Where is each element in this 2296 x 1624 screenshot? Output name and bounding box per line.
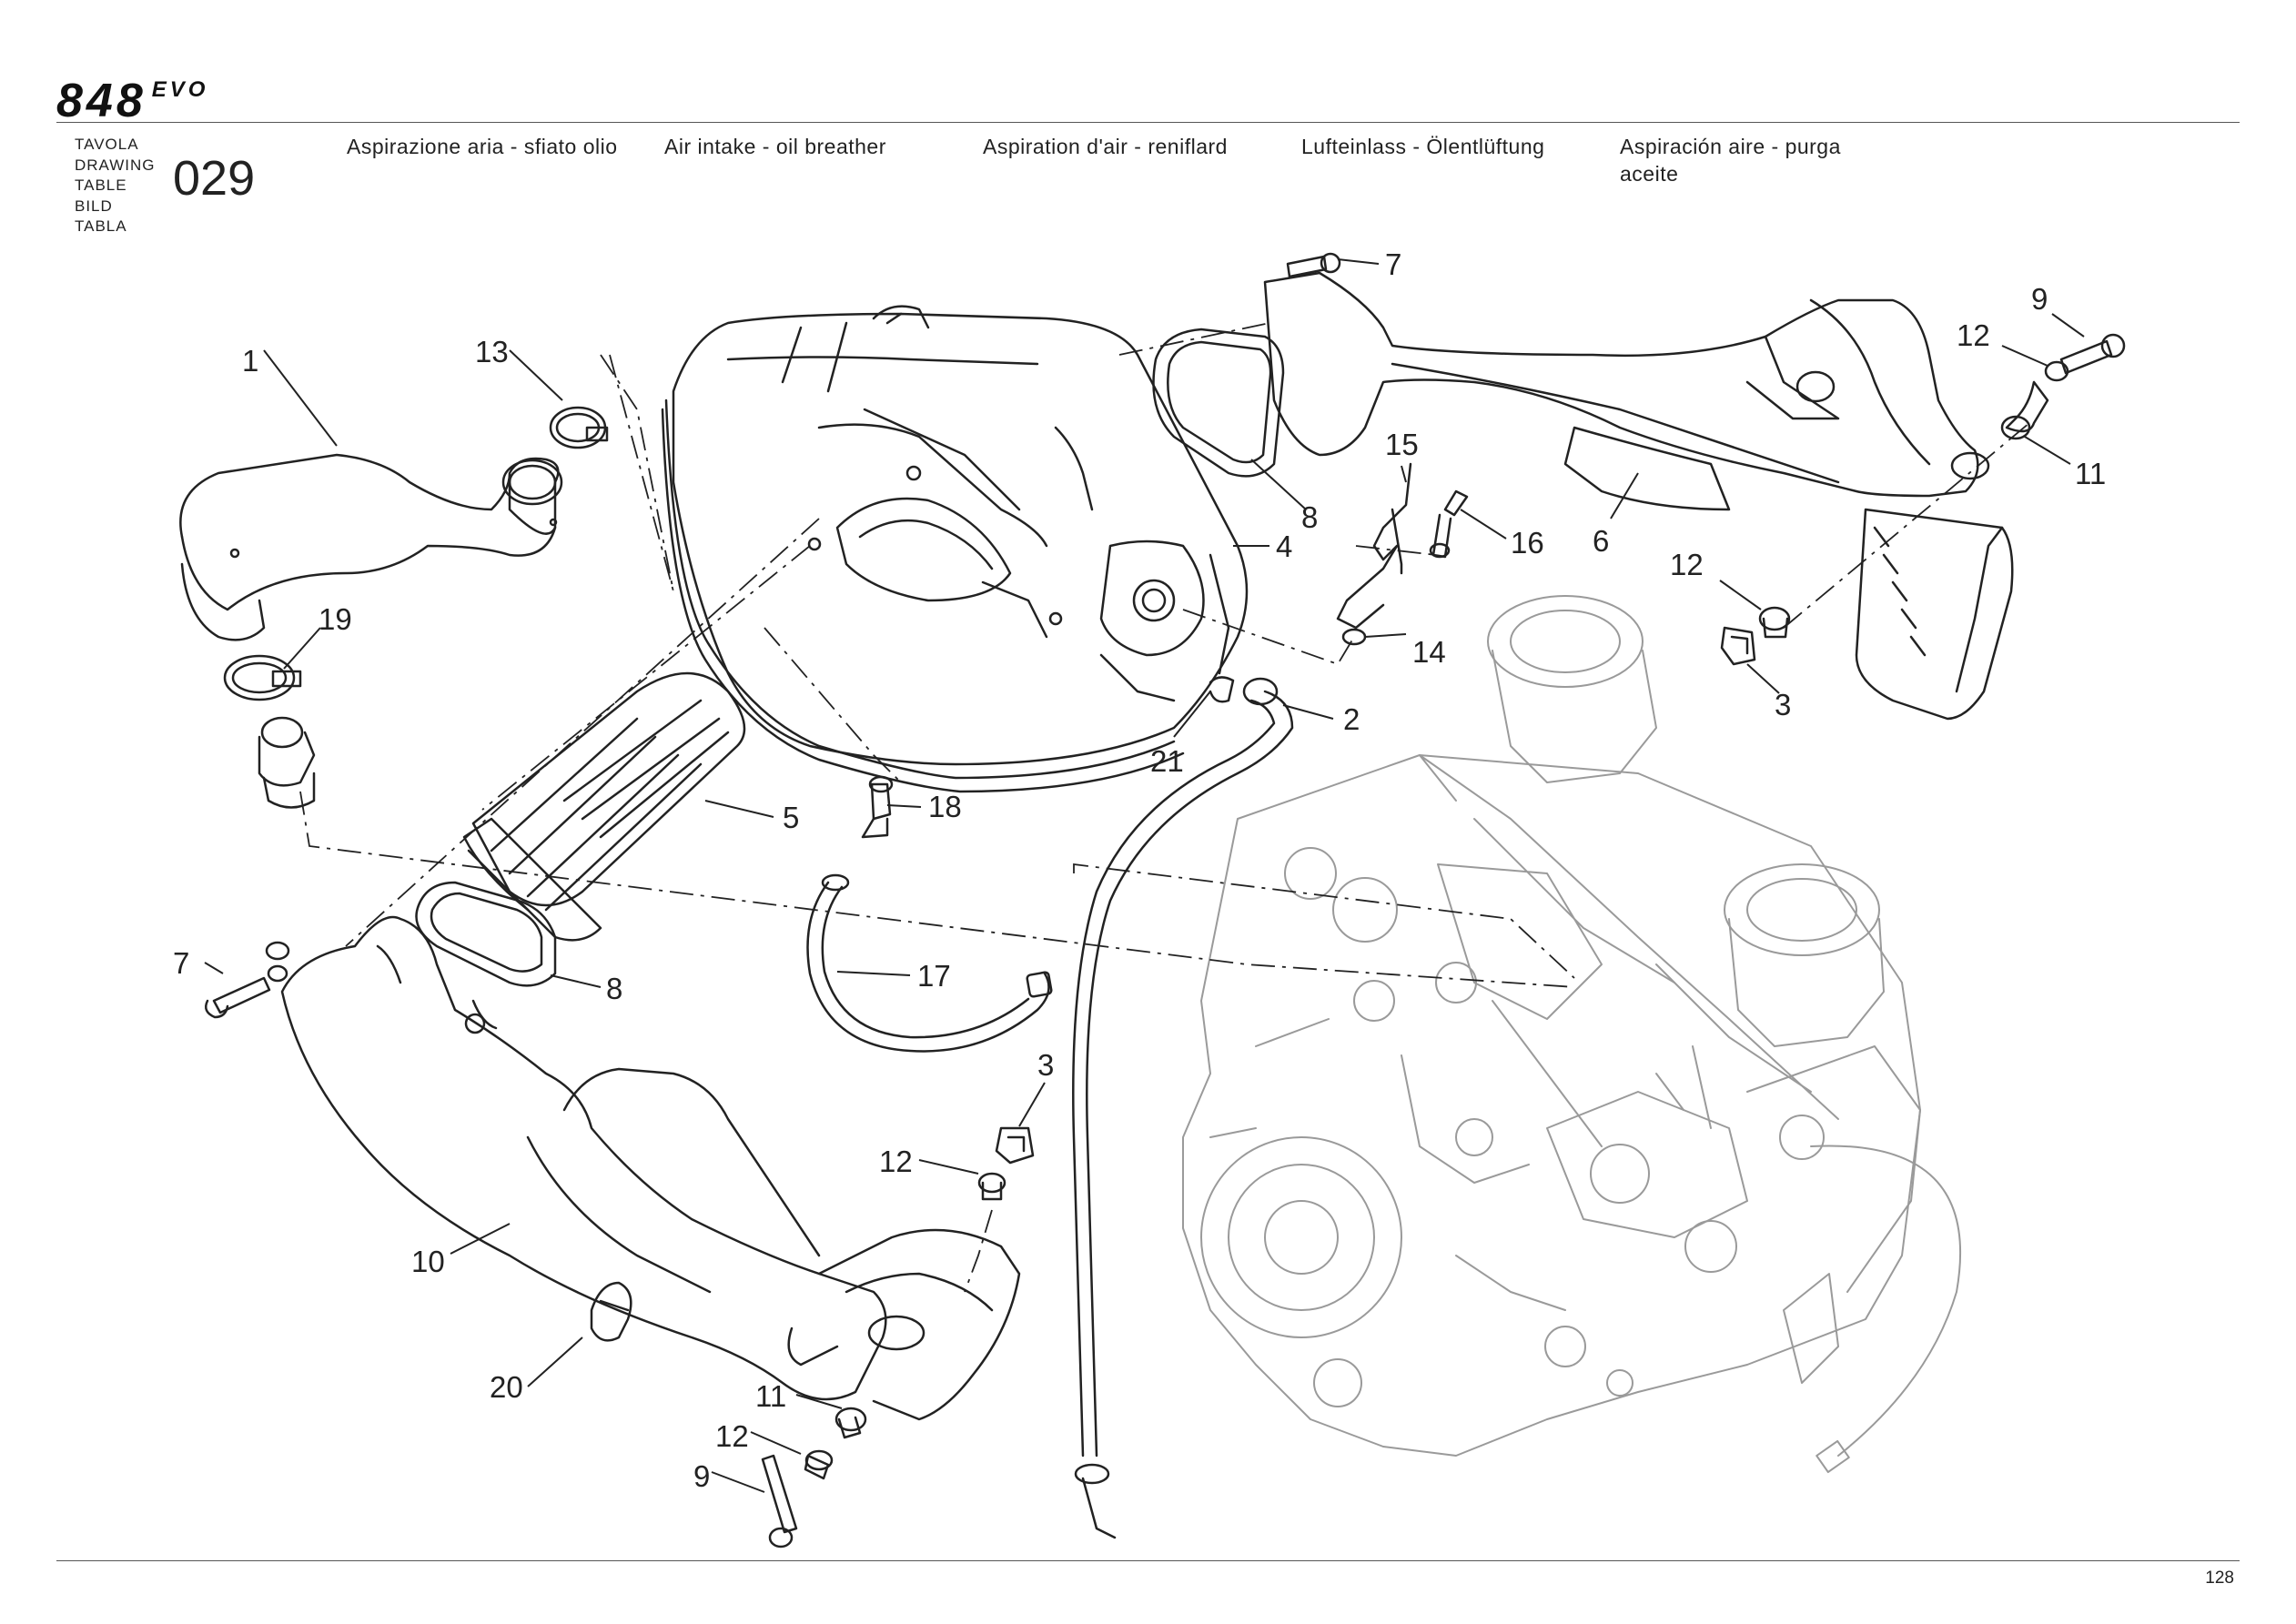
callout-4: 4 (1276, 530, 1292, 563)
part-15-wire-bracket (1336, 462, 1412, 630)
callout-17: 17 (917, 959, 951, 993)
title-french: Aspiration d'air - reniflard (983, 135, 1228, 158)
part-union-fitting (258, 716, 316, 809)
header-rule (56, 122, 2240, 123)
callout-11-lower: 11 (755, 1379, 786, 1413)
callout-20: 20 (490, 1370, 523, 1404)
lower-fastener-stack (761, 1407, 867, 1548)
part-8-seal-left (415, 881, 557, 987)
callout-10: 10 (411, 1245, 445, 1278)
callout-5: 5 (783, 801, 799, 834)
table-labels: TAVOLA DRAWING TABLE BILD TABLA (75, 135, 156, 237)
title-italian: Aspirazione aria - sfiato olio (347, 135, 618, 158)
label-drawing: DRAWING (75, 156, 156, 174)
part-5-air-filter (462, 671, 746, 942)
callout-16: 16 (1511, 526, 1544, 560)
callout-2: 2 (1343, 702, 1360, 736)
callout-7-left: 7 (173, 946, 189, 980)
part-1-intake-duct (179, 453, 563, 641)
callout-numbers: 1 13 19 5 18 17 7 8 10 20 11 12 9 3 12 4… (173, 247, 2106, 1493)
part-12-grommet-right (1758, 606, 1791, 639)
callout-9-upper: 9 (2031, 282, 2048, 316)
callout-11-upper: 11 (2075, 457, 2106, 490)
title-spanish-line1: Aspiración aire - purga (1620, 135, 1841, 158)
part-12-grommet-middle (977, 1172, 1006, 1201)
callout-8-upper: 8 (1301, 500, 1318, 534)
label-tavola: TAVOLA (75, 136, 139, 153)
part-2-drain-hose (1072, 677, 1294, 1539)
part-17-breather-hose (806, 873, 1053, 1053)
callout-3-right: 3 (1775, 688, 1791, 721)
callout-18: 18 (928, 790, 962, 823)
callout-14: 14 (1412, 635, 1446, 669)
callout-9-lower: 9 (693, 1459, 710, 1493)
callout-3-middle: 3 (1037, 1048, 1054, 1082)
part-21-clip (1209, 676, 1235, 703)
callout-12-lower: 12 (715, 1419, 749, 1453)
title-german: Lufteinlass - Ölentlüftung (1301, 135, 1545, 158)
part-6-upper-right-duct (1263, 271, 2014, 721)
callout-13: 13 (475, 335, 509, 368)
part-10-lower-air-duct (280, 915, 1021, 1421)
part-19-hose-clamp (223, 654, 302, 701)
part-20-clip (590, 1281, 632, 1342)
title-english: Air intake - oil breather (664, 135, 886, 158)
part-7-bolt-upper (1286, 252, 1341, 278)
callout-21: 21 (1150, 744, 1184, 778)
callout-1: 1 (242, 344, 258, 378)
part-18-one-way-valve (861, 775, 894, 839)
footer-rule (56, 1560, 2240, 1561)
part-7-bolt-left (205, 941, 290, 1019)
part-3-clip-right (1720, 626, 1756, 666)
part-13-hose-clamp (549, 406, 609, 449)
part-4-airbox (661, 305, 1249, 793)
label-bild: BILD (75, 197, 113, 215)
callout-12-middle: 12 (879, 1145, 913, 1178)
title-spanish-line2: aceite (1620, 162, 1679, 186)
engine-block (1182, 595, 1961, 1474)
callout-8-left: 8 (606, 972, 622, 1005)
part-16-screw (1429, 489, 1469, 559)
callout-12-upper: 12 (1957, 318, 1990, 352)
callout-6: 6 (1593, 524, 1609, 558)
callout-19: 19 (319, 602, 352, 636)
callout-7-upper: 7 (1385, 247, 1401, 281)
title-spanish: Aspiración aire - purga aceite (1620, 133, 1841, 187)
part-3-clip-middle (995, 1126, 1035, 1165)
upper-fastener-stack (2000, 333, 2126, 440)
assembly-lines (299, 322, 2030, 1293)
callout-15: 15 (1385, 428, 1419, 461)
table-number: 029 (173, 151, 256, 206)
label-table: TABLE (75, 177, 127, 194)
label-tabla: TABLA (75, 217, 127, 235)
page-number: 128 (2205, 1569, 2234, 1588)
part-8-seal-upper (1152, 328, 1285, 478)
leader-lines (204, 258, 2085, 1493)
callout-12-right: 12 (1670, 548, 1704, 581)
part-14-washer (1341, 628, 1367, 646)
